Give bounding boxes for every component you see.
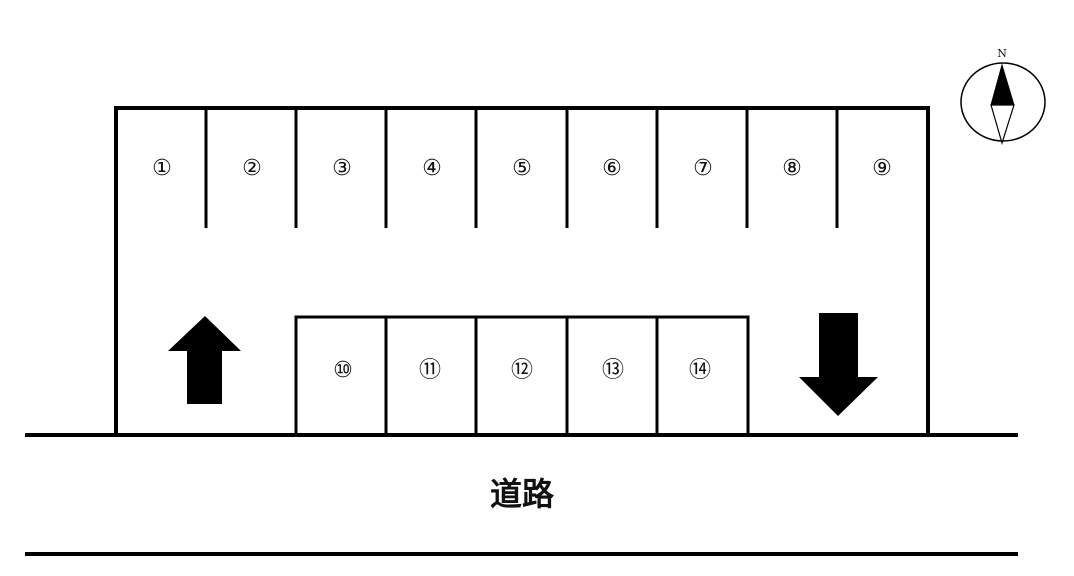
stall-6-label: ⑥ (602, 156, 622, 181)
stall-7-label: ⑦ (693, 156, 713, 181)
stall-3-label: ③ (332, 156, 352, 181)
arrow-up-icon (168, 316, 241, 404)
bottom-row-labels: ⑩ ⑪ ⑫ ⑬ ⑭ (333, 358, 711, 383)
stall-13-label: ⑬ (602, 358, 624, 383)
stall-9-label: ⑨ (872, 156, 892, 181)
arrow-down-icon (799, 313, 878, 416)
stall-11-label: ⑪ (419, 358, 441, 383)
stall-4-label: ④ (422, 156, 442, 181)
compass-icon: N (960, 47, 1046, 146)
top-row-dividers (204, 108, 839, 228)
stall-10-label: ⑩ (333, 358, 353, 383)
stall-5-label: ⑤ (512, 156, 532, 181)
top-row-labels: ① ② ③ ④ ⑤ ⑥ ⑦ ⑧ ⑨ (152, 156, 892, 181)
stall-1-label: ① (152, 156, 172, 181)
stall-12-label: ⑫ (511, 358, 533, 383)
road-label: 道路 (490, 475, 555, 513)
bottom-row-stalls (294, 315, 750, 435)
lot-boundary (114, 106, 930, 435)
stall-8-label: ⑧ (782, 156, 802, 181)
compass-north-label: N (997, 47, 1007, 60)
stall-14-label: ⑭ (689, 358, 711, 383)
stall-2-label: ② (242, 156, 262, 181)
